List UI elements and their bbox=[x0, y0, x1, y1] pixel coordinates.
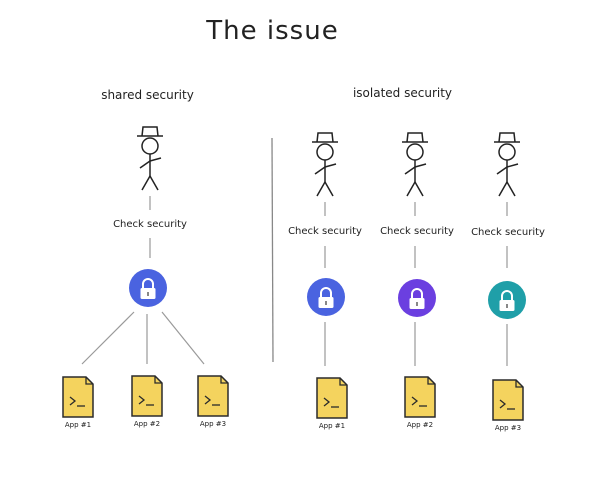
lock-badge-isolated-3 bbox=[488, 281, 526, 319]
shared-security-heading: shared security bbox=[101, 88, 194, 102]
isolated-security-heading: isolated security bbox=[352, 86, 453, 100]
check-security-label-isolated-2: Check security bbox=[380, 226, 454, 237]
lock-badge-isolated-1 bbox=[307, 278, 345, 316]
lock-badge-shared bbox=[129, 269, 167, 307]
app-file-icon bbox=[404, 376, 436, 418]
check-security-label-shared: Check security bbox=[113, 219, 187, 230]
check-security-label-isolated-1: Check security bbox=[288, 226, 362, 237]
app-label-isolated-3: App #3 bbox=[494, 424, 522, 432]
page-title: The issue bbox=[206, 16, 339, 46]
user-figure-shared bbox=[136, 126, 164, 191]
user-figure-isolated-1 bbox=[311, 132, 339, 197]
connector-line bbox=[81, 311, 135, 365]
app-file-icon bbox=[131, 375, 163, 417]
lock-badge-isolated-2 bbox=[398, 279, 436, 317]
app-file-icon bbox=[492, 379, 524, 421]
section-divider bbox=[271, 137, 274, 363]
app-label-shared-3: App #3 bbox=[199, 420, 227, 428]
app-file-icon bbox=[316, 377, 348, 419]
app-label-shared-1: App #1 bbox=[64, 421, 92, 429]
app-label-isolated-1: App #1 bbox=[318, 422, 346, 430]
user-figure-isolated-3 bbox=[493, 132, 521, 197]
user-figure-isolated-2 bbox=[401, 132, 429, 197]
app-label-isolated-2: App #2 bbox=[406, 421, 434, 429]
app-label-shared-2: App #2 bbox=[133, 420, 161, 428]
app-file-icon bbox=[62, 376, 94, 418]
connector-line bbox=[161, 311, 205, 365]
check-security-label-isolated-3: Check security bbox=[471, 227, 545, 238]
app-file-icon bbox=[197, 375, 229, 417]
